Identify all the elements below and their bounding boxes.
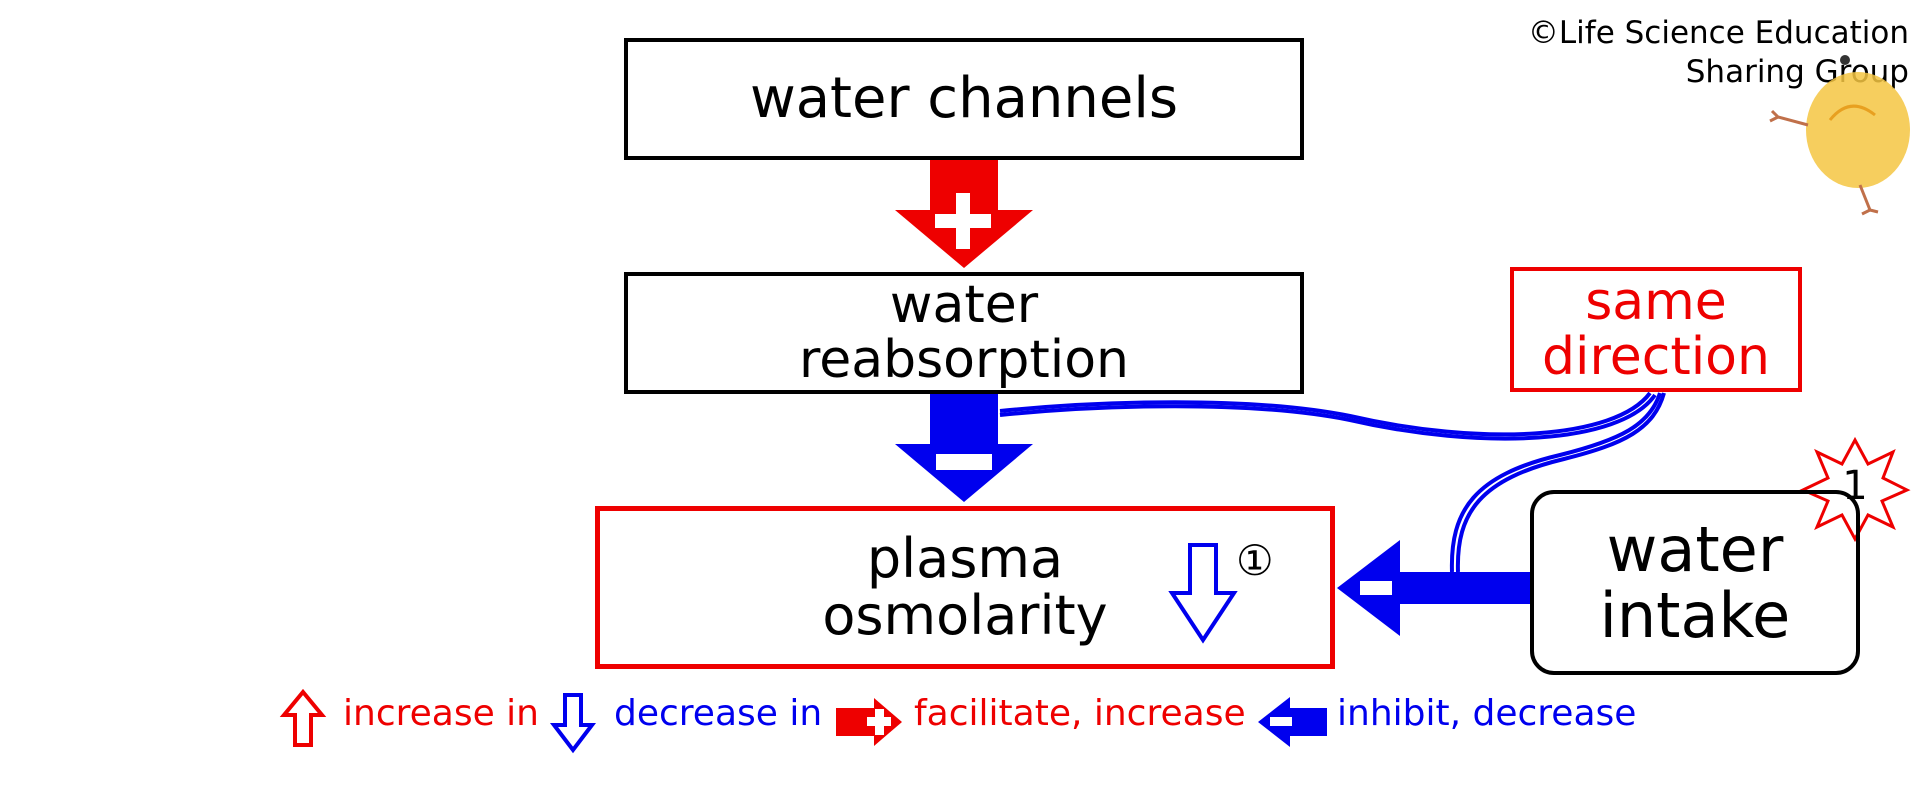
legend-increase-label: increase in	[343, 693, 539, 734]
osmolarity-marker: ①	[1236, 536, 1274, 585]
node-water-channels: water channels	[624, 38, 1304, 160]
legend-increase-icon	[279, 688, 327, 747]
node-water-intake: water intake	[1530, 490, 1860, 675]
node-plasma-osmolarity-line2: osmolarity	[822, 583, 1108, 647]
same-direction-connectors	[999, 391, 1666, 573]
star-badge-icon	[1799, 436, 1911, 543]
node-plasma-osmolarity: plasma osmolarity	[595, 506, 1335, 669]
arrow-inhibit-reabsorption-osmolarity	[895, 394, 1033, 502]
node-same-direction: same direction	[1510, 267, 1802, 392]
node-water-reabsorption: water reabsorption	[624, 272, 1304, 394]
node-water-reabsorption-line2: reabsorption	[798, 330, 1129, 390]
node-same-direction-line1: same	[1585, 271, 1727, 332]
node-same-direction-line2: direction	[1542, 326, 1770, 387]
arrow-facilitate-channels-reabsorption	[895, 160, 1033, 268]
node-water-reabsorption-line1: water	[889, 275, 1039, 336]
decrease-arrow-icon	[1168, 543, 1238, 644]
node-water-channels-label: water channels	[749, 65, 1179, 131]
legend-decrease-icon	[549, 693, 597, 754]
water-intake-badge-number: 1	[1842, 463, 1868, 509]
copyright-line1: ©Life Science Education	[1527, 15, 1909, 51]
node-water-intake-line2: intake	[1599, 578, 1791, 652]
copyright-text: ©Life Science Education Sharing Group	[1528, 14, 1909, 92]
chick-mascot-icon	[1769, 55, 1910, 216]
legend-inhibit-icon	[1258, 697, 1327, 747]
legend-decrease-label: decrease in	[614, 693, 823, 734]
legend-inhibit-label: inhibit, decrease	[1337, 693, 1637, 734]
node-water-intake-line1: water	[1606, 513, 1784, 587]
legend-facilitate-icon	[836, 698, 902, 746]
legend-facilitate-label: facilitate, increase	[914, 693, 1246, 734]
arrow-inhibit-intake-osmolarity	[1337, 540, 1530, 636]
node-plasma-osmolarity-line1: plasma	[866, 526, 1064, 590]
